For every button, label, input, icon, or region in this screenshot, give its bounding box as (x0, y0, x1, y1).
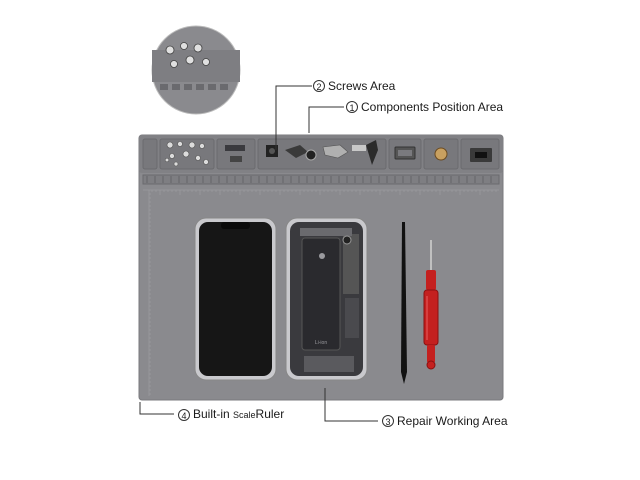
callout-text: Screws Area (328, 79, 396, 93)
screwdriver (423, 240, 439, 370)
spudger-tool (401, 222, 407, 384)
phone-front (194, 217, 277, 381)
screws (164, 141, 209, 167)
callout-scale-ruler: 4 Built-in ScaleRuler (178, 407, 284, 422)
callout-repair-working-area: 3 Repair Working Area (382, 414, 508, 428)
callout-text: Built-in (193, 407, 234, 421)
phone-internals: Li-ion (285, 217, 368, 381)
callout-text-after: Ruler (255, 407, 285, 421)
callout-lines (139, 85, 378, 422)
built-in-scale-ruler (143, 189, 499, 396)
scale-notches (142, 174, 500, 185)
callout-number: 3 (382, 415, 394, 427)
battery (301, 237, 341, 351)
phone-components (266, 140, 492, 165)
callout-components-area: 1 Components Position Area (346, 100, 503, 114)
callout-text: Components Position Area (361, 100, 504, 114)
callout-number: 2 (313, 80, 325, 92)
magnified-screws-view (151, 25, 241, 115)
callout-number: 4 (178, 408, 190, 421)
callout-text: Repair Working Area (397, 414, 508, 428)
callout-text-small: Scale (233, 410, 256, 420)
battery-label: Li-ion (315, 340, 327, 346)
callout-screws-area: 2 Screws Area (313, 79, 395, 93)
callout-number: 1 (346, 101, 358, 113)
connector-part (225, 145, 245, 151)
